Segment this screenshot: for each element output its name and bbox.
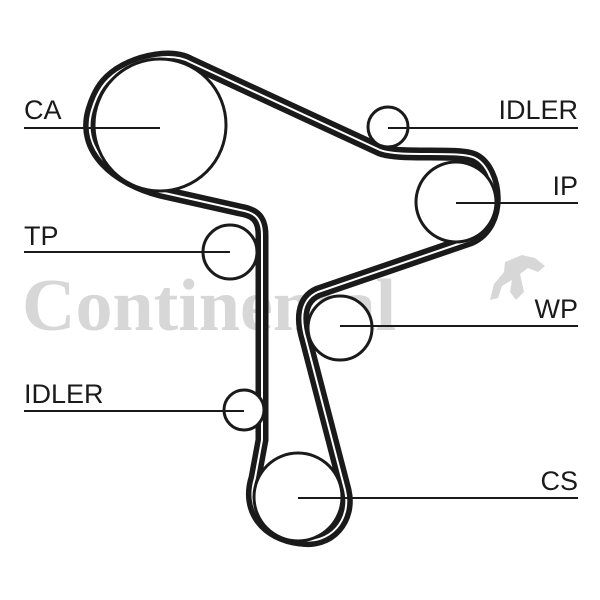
labels: CA IDLER IP TP WP IDLER CS [24,95,578,496]
label-ip: IP [552,171,578,201]
leader-lines [24,127,578,499]
watermark: Continental [22,255,545,347]
label-idler-bottom: IDLER [24,379,104,409]
label-wp: WP [535,294,579,324]
label-tp: TP [24,221,59,251]
label-ca: CA [24,95,62,125]
label-idler-top: IDLER [498,95,578,125]
horse-logo-icon [490,255,545,300]
camshaft-pulley [92,57,228,193]
water-pump-pulley [306,294,374,362]
label-cs: CS [540,466,578,496]
